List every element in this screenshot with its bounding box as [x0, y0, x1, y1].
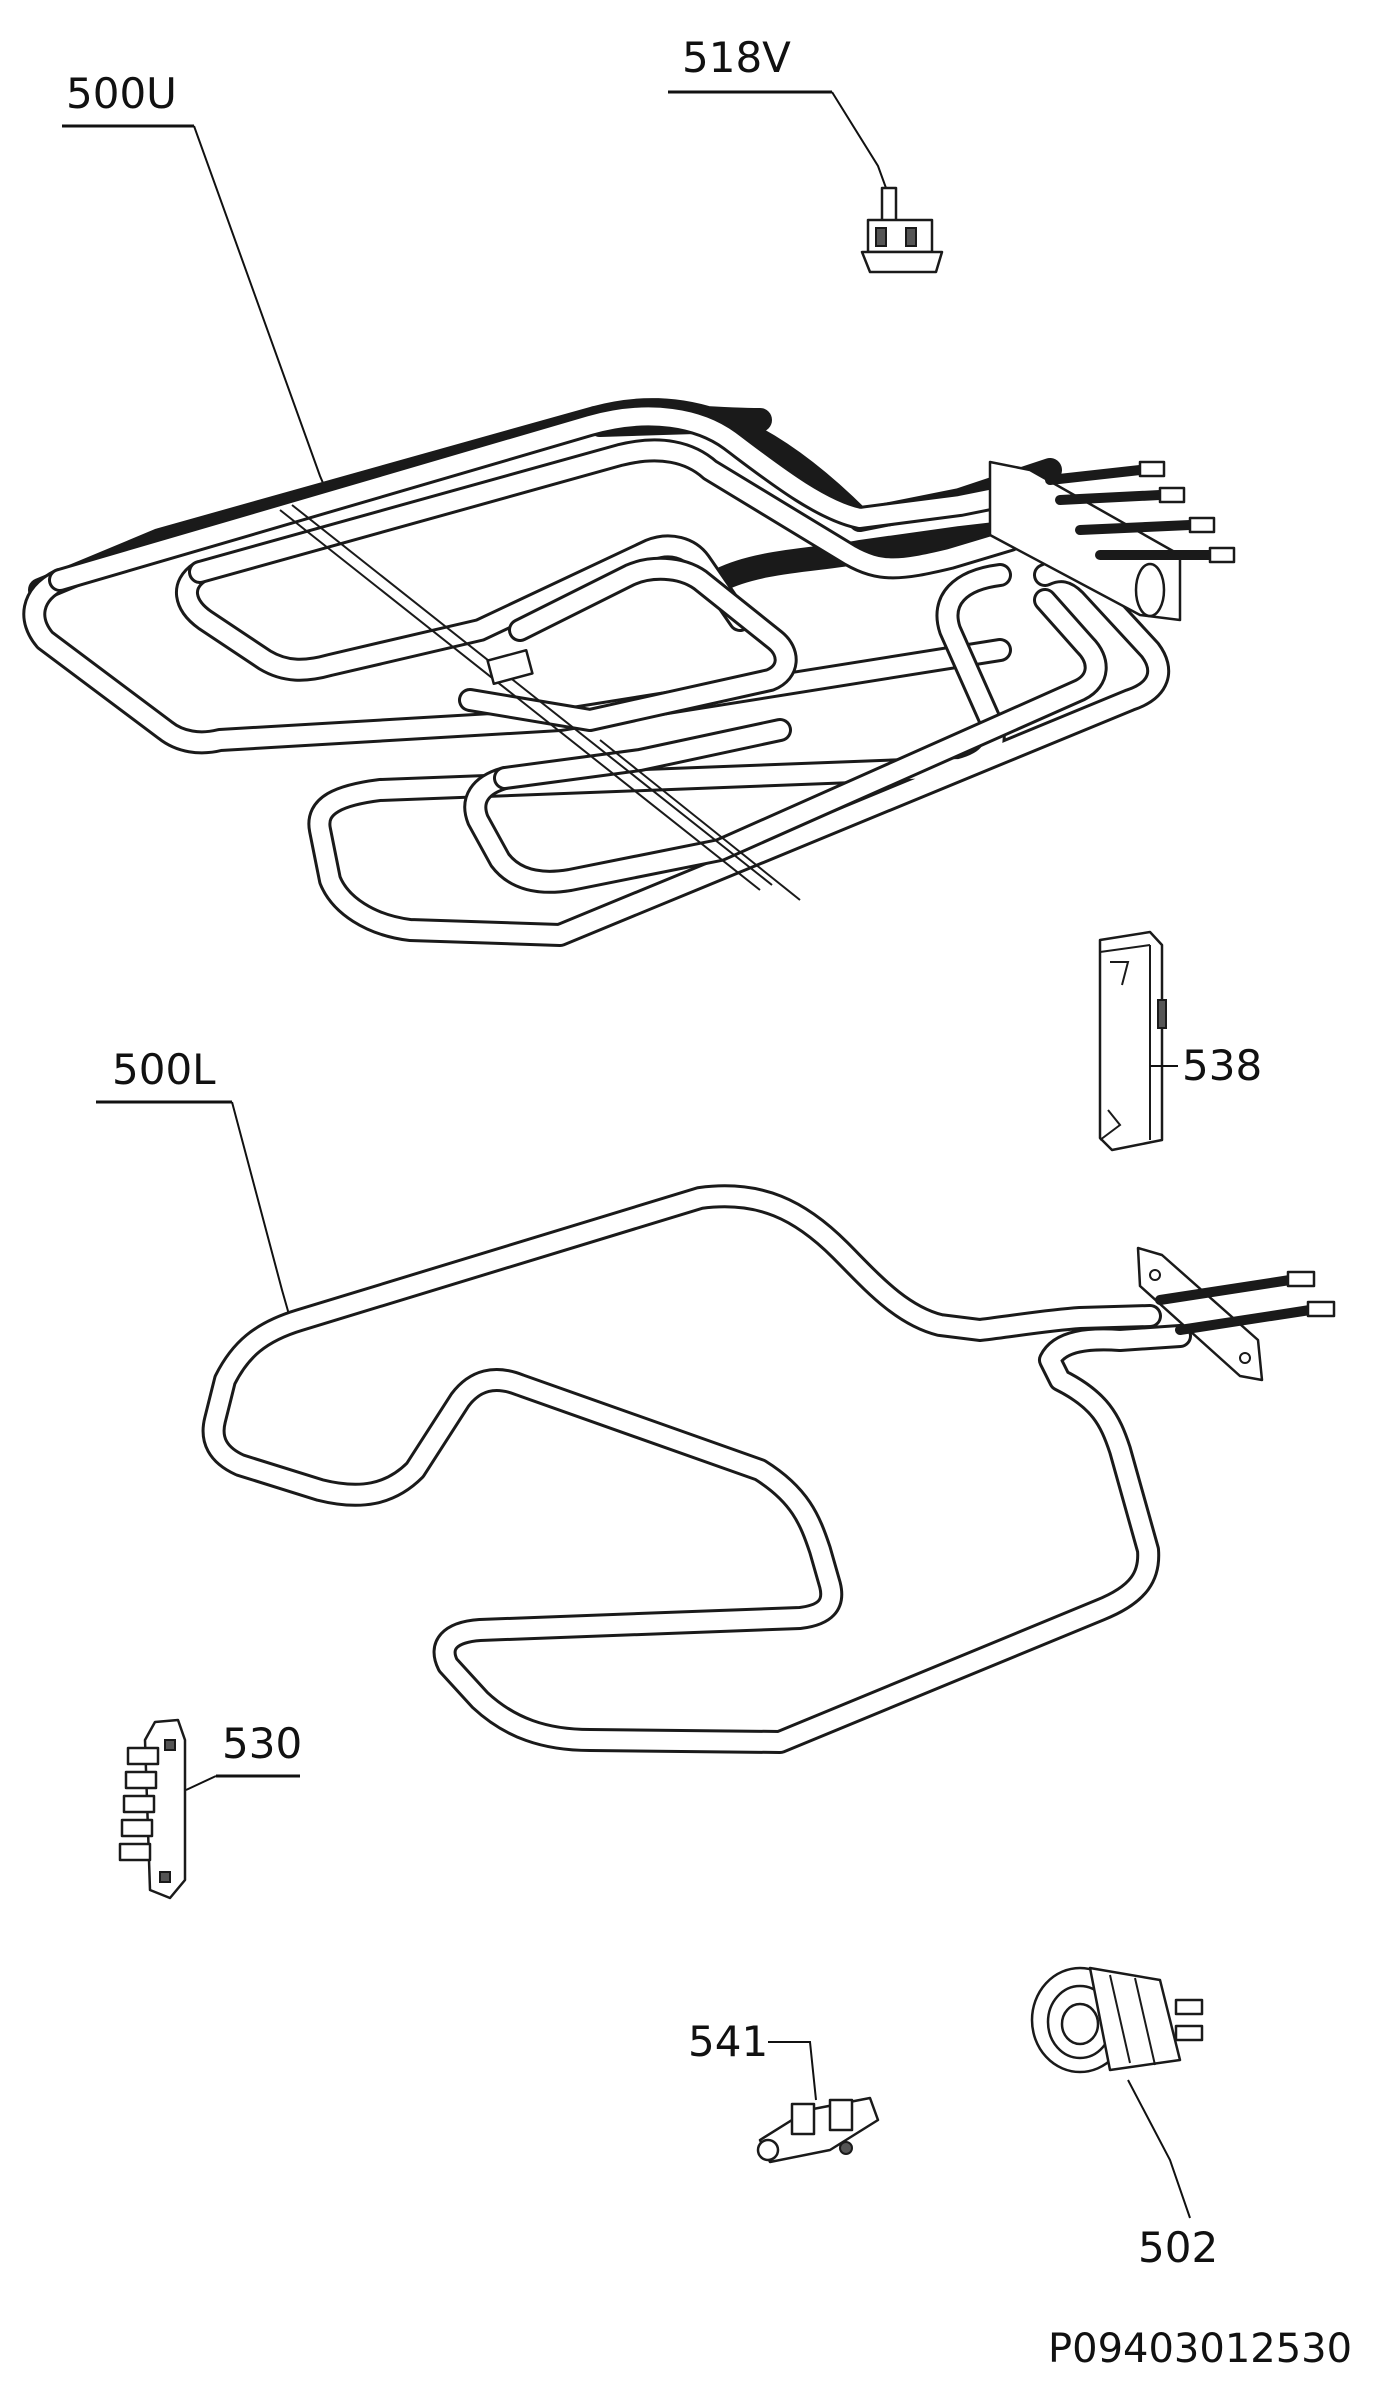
label-538: 538 [1182, 1041, 1262, 1090]
callout-541: 541 [688, 2017, 817, 2101]
callout-538: 538 [1150, 1041, 1262, 1090]
callout-530: 530 [185, 1719, 302, 1791]
thermostat-518v[interactable] [860, 186, 944, 274]
part-538-bracket[interactable] [1098, 930, 1167, 1152]
part-530-terminal-block[interactable] [118, 1718, 187, 1900]
label-530: 530 [222, 1719, 302, 1768]
part-541-clip[interactable] [756, 2096, 880, 2164]
label-500l: 500L [112, 1045, 216, 1094]
callout-500l: 500L [96, 1045, 291, 1319]
label-500u: 500U [66, 69, 177, 118]
label-541: 541 [688, 2017, 768, 2066]
callout-518v: 518V [668, 33, 887, 189]
heating-element-lower-500l[interactable] [201, 1184, 1336, 1754]
label-518v: 518V [682, 33, 791, 82]
label-502: 502 [1138, 2223, 1218, 2272]
callout-502: 502 [1127, 2079, 1218, 2272]
heating-element-upper-500u[interactable] [22, 398, 1236, 947]
callout-500u: 500U [62, 69, 327, 491]
part-502-oven-lamp[interactable] [1030, 1966, 1204, 2074]
drawing-code: P09403012530 [1048, 2326, 1352, 2372]
